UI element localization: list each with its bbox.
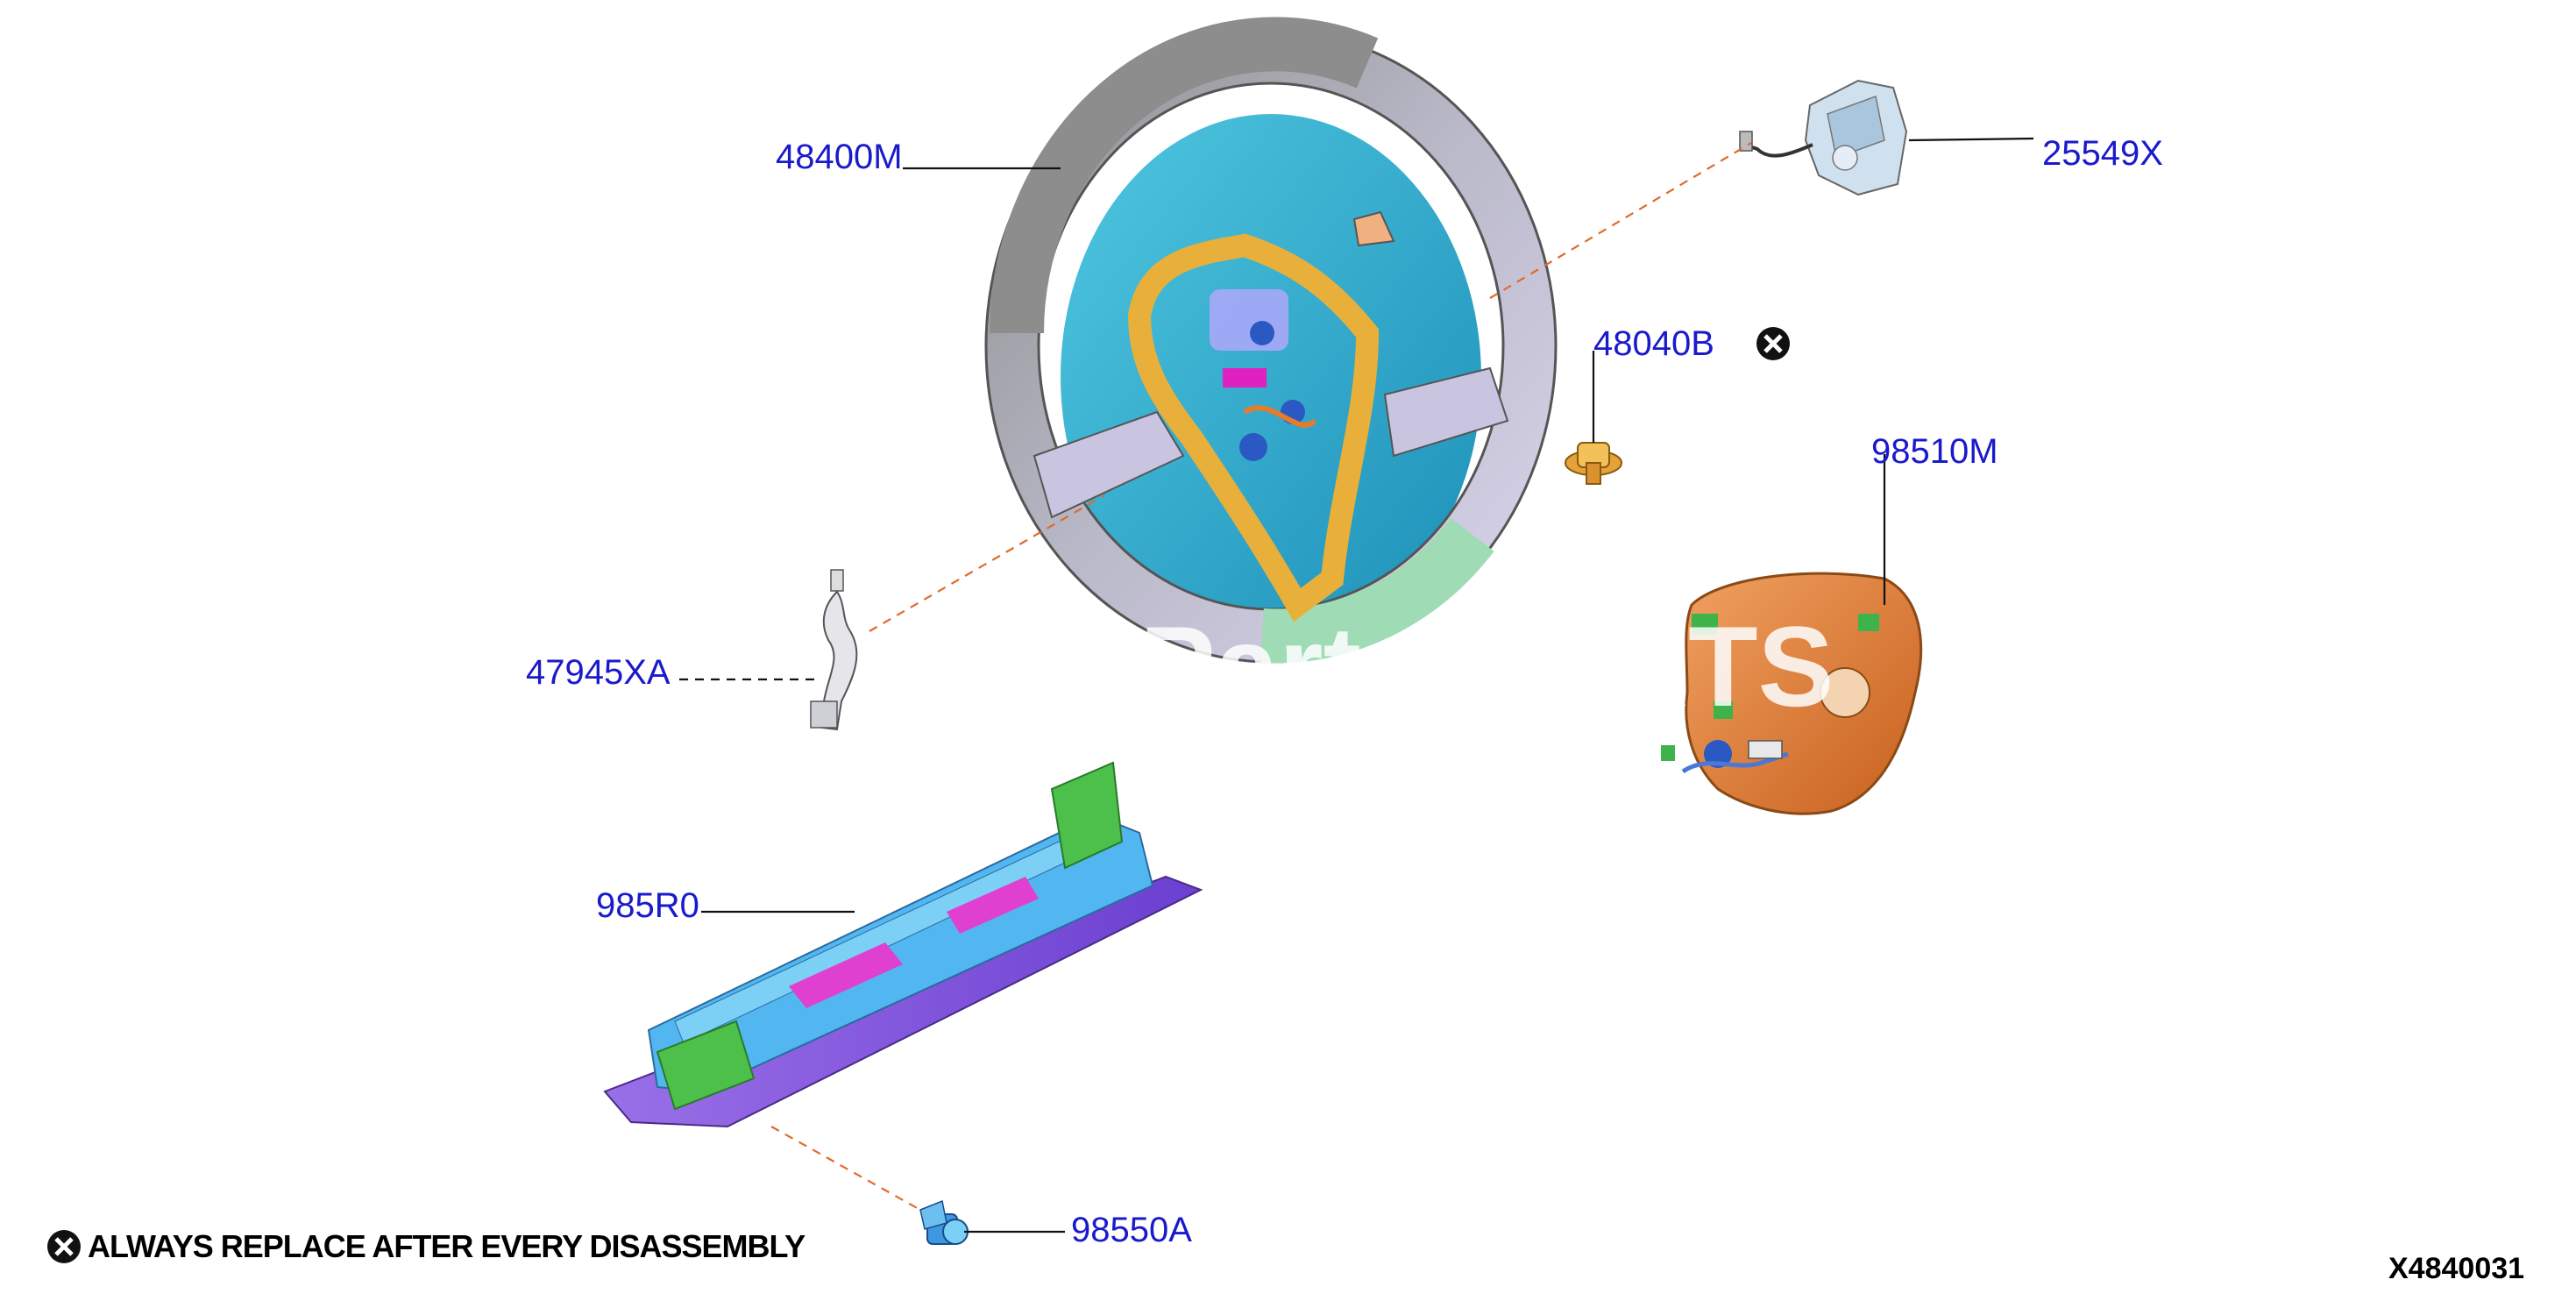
label-48040b[interactable]: 48040B bbox=[1593, 324, 1714, 363]
clock-spring-sensor[interactable] bbox=[810, 569, 858, 731]
cross-circle-icon bbox=[47, 1230, 81, 1263]
switch-assembly[interactable] bbox=[1739, 79, 1908, 196]
diagram-code: X4840031 bbox=[2388, 1252, 2524, 1285]
label-98510m[interactable]: 98510M bbox=[1871, 432, 1998, 471]
label-98550a[interactable]: 98550A bbox=[1071, 1211, 1192, 1249]
label-985r0[interactable]: 985R0 bbox=[596, 886, 699, 925]
wheel-hub bbox=[1061, 114, 1481, 640]
steering-wheel[interactable] bbox=[984, 17, 1558, 664]
label-25549x[interactable]: 25549X bbox=[2042, 134, 2163, 173]
driver-airbag[interactable] bbox=[1661, 572, 1923, 815]
spoke-frame bbox=[1127, 233, 1380, 622]
watermark: Parts PARTS bbox=[1139, 602, 1834, 730]
knee-airbag-bolt[interactable] bbox=[919, 1199, 969, 1245]
replace-note: ALWAYS REPLACE AFTER EVERY DISASSEMBLY bbox=[47, 1228, 806, 1264]
label-47945xa[interactable]: 47945XA bbox=[526, 653, 671, 692]
label-48400m[interactable]: 48400M bbox=[776, 138, 903, 176]
bolt-48040b[interactable] bbox=[1565, 442, 1622, 485]
replace-note-text: ALWAYS REPLACE AFTER EVERY DISASSEMBLY bbox=[88, 1228, 805, 1264]
knee-airbag[interactable] bbox=[603, 761, 1203, 1128]
cross-circle-icon bbox=[1756, 327, 1790, 360]
leader-lines bbox=[679, 137, 2034, 1233]
